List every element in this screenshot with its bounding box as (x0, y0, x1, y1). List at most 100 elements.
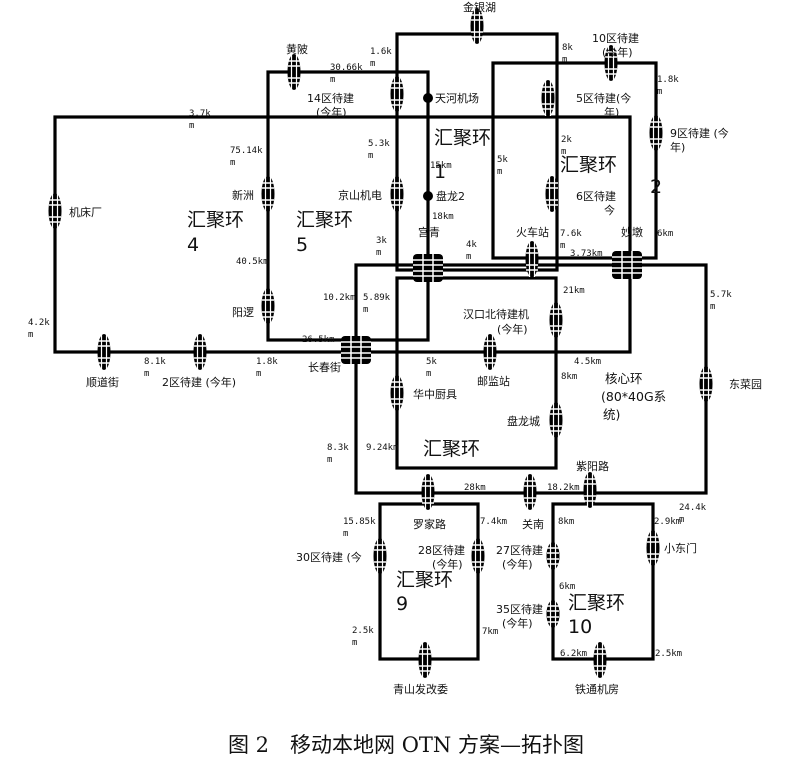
node-icon-guannan (522, 473, 538, 511)
distance-label: 40.5km (236, 257, 269, 267)
core-ring-line (354, 263, 708, 495)
distance-label: 7.4km (480, 517, 507, 527)
distance-label: 6km (559, 582, 575, 592)
node-icon-q9 (648, 114, 664, 152)
node-icon-qingshan (417, 641, 433, 679)
ring-2-label: 汇聚环2 (560, 154, 662, 198)
node-icon-q2 (192, 333, 208, 371)
ring-2-line (491, 61, 658, 260)
node-label-yangluo: 阳逻 (232, 306, 254, 319)
distance-label: 15km (430, 161, 452, 171)
figure-caption: 图 2 移动本地网 OTN 方案—拓扑图 (228, 733, 584, 757)
node-label-youjianzhan: 邮监站 (477, 374, 510, 388)
distance-label: 6km (657, 229, 673, 239)
node-icon-tietong (592, 641, 608, 679)
node-icon-panlong2 (423, 191, 433, 201)
distance-label: 2.5km (655, 649, 682, 659)
node-icon-tianhe (423, 93, 433, 103)
node-icon-jingshan (389, 175, 405, 213)
node-label-tianhe: 天河机场 (435, 91, 479, 105)
node-label-q9: 9区待建 (今年) (670, 126, 729, 154)
node-labels: 金银湖 黄陂 10区待建(今年) 14区待建(今年) 天河机场 5区待建(今年)… (69, 0, 762, 696)
node-icon-gongqing (412, 253, 444, 283)
distance-label: 28km (464, 483, 486, 493)
distance-label: 8km (561, 372, 577, 382)
node-label-q10: 10区待建(今年) (592, 31, 639, 59)
node-icon-q6 (544, 175, 560, 213)
distance-label: 4.5km (574, 357, 601, 367)
node-label-panlong2: 盘龙2 (436, 189, 465, 203)
distance-label: 3.73km (570, 249, 603, 259)
node-label-luojialu: 罗家路 (413, 517, 446, 531)
node-icon-jichuang (47, 192, 63, 230)
node-label-q5: 5区待建(今年) (576, 91, 631, 119)
node-icon-miaodun (611, 250, 643, 280)
node-label-guannan: 关南 (522, 517, 544, 531)
node-icon-q35 (545, 599, 561, 629)
node-icon-hankoubei (548, 301, 564, 339)
node-label-q35: 35区待建(今年) (496, 602, 543, 630)
node-label-q28: 28区待建(今年) (418, 543, 465, 571)
distance-label: 2.9km (654, 517, 681, 527)
node-label-q30: 30区待建 (今 (296, 550, 362, 564)
core-ring-label: 核心环(80*40G系统) (601, 371, 666, 422)
distance-label: 21km (563, 286, 585, 296)
node-label-qingshan: 青山发改委 (393, 682, 448, 696)
node-label-tietong: 铁通机房 (575, 682, 619, 696)
node-icon-yangluo (260, 287, 276, 325)
node-icon-ziyanglu (582, 471, 598, 509)
node-icon-q30 (372, 537, 388, 575)
distance-label: 7km (482, 627, 498, 637)
node-label-q27: 27区待建(今年) (496, 543, 543, 571)
distance-label: 9.24km (366, 443, 399, 453)
node-label-q14: 14区待建(今年) (307, 91, 354, 119)
node-label-panlongcheng: 盘龙城 (507, 414, 540, 428)
node-icon-youjianzhan (482, 333, 498, 371)
node-label-shundaojie: 顺道街 (86, 375, 119, 389)
node-label-q2: 2区待建 (今年) (162, 375, 236, 389)
node-label-gongqing: 宫青 (418, 225, 440, 239)
node-icon-q14 (389, 75, 405, 113)
node-icon-q28 (470, 537, 486, 575)
distance-label: 18.2km (547, 483, 580, 493)
node-icon-xinzhou (260, 175, 276, 213)
node-icon-luojialu (420, 473, 436, 511)
ring-6-label: 汇聚环 (423, 438, 480, 460)
node-icon-panlongcheng (548, 401, 564, 439)
node-label-jinyinhu: 金银湖 (463, 0, 496, 14)
node-icon-q5 (540, 79, 556, 117)
node-label-changchunjie: 长春街 (308, 360, 341, 374)
node-icon-huangpi (286, 53, 302, 91)
ring-6-line (395, 276, 558, 470)
node-label-miaodun: 妙墩 (621, 225, 643, 239)
node-label-hankoubei: 汉口北待建机(今年) (463, 307, 529, 336)
node-icon-shundaojie (96, 333, 112, 371)
node-label-huazhong: 华中厨具 (413, 387, 457, 401)
node-label-q6: 6区待建今 (576, 189, 616, 217)
node-icon-xiaodongmen (645, 529, 661, 567)
distance-label: 26.5km (302, 335, 335, 345)
